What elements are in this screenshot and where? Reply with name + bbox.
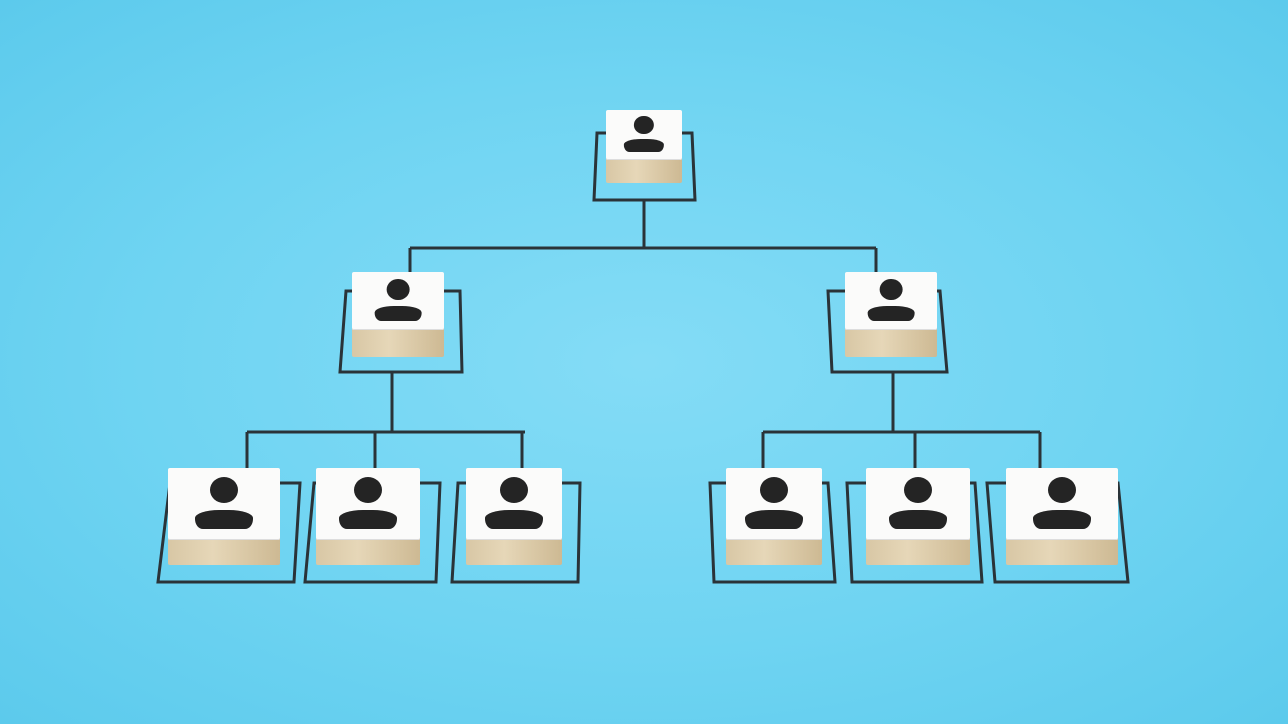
- connector-left: [245, 372, 525, 468]
- person-icon: [195, 477, 253, 529]
- block-face: [866, 468, 970, 540]
- person-icon: [485, 477, 543, 529]
- org-node-b4: [726, 468, 822, 565]
- org-node-b6: [1006, 468, 1118, 565]
- connector-right: [761, 372, 1042, 468]
- person-icon: [339, 477, 397, 529]
- org-node-root: [606, 110, 682, 183]
- wood-side: [866, 536, 970, 565]
- person-icon: [867, 279, 915, 322]
- person-icon: [374, 279, 422, 322]
- block-face: [168, 468, 280, 540]
- org-node-b5: [866, 468, 970, 565]
- wood-side: [168, 536, 280, 565]
- wood-side: [1006, 536, 1118, 565]
- block-face: [726, 468, 822, 540]
- block-face: [352, 272, 444, 330]
- person-icon: [889, 477, 947, 529]
- block-face: [845, 272, 937, 330]
- wood-side: [316, 536, 420, 565]
- org-node-b3: [466, 468, 562, 565]
- wood-side: [606, 156, 682, 183]
- org-node-mid-left: [352, 272, 444, 357]
- person-icon: [1033, 477, 1091, 529]
- block-face: [606, 110, 682, 160]
- block-face: [466, 468, 562, 540]
- person-icon: [623, 116, 665, 153]
- block-face: [1006, 468, 1118, 540]
- connector-top: [408, 200, 878, 272]
- wood-side: [726, 536, 822, 565]
- wood-side: [466, 536, 562, 565]
- block-face: [316, 468, 420, 540]
- person-icon: [745, 477, 803, 529]
- org-node-mid-right: [845, 272, 937, 357]
- org-node-b1: [168, 468, 280, 565]
- org-node-b2: [316, 468, 420, 565]
- wood-side: [352, 326, 444, 357]
- wood-side: [845, 326, 937, 357]
